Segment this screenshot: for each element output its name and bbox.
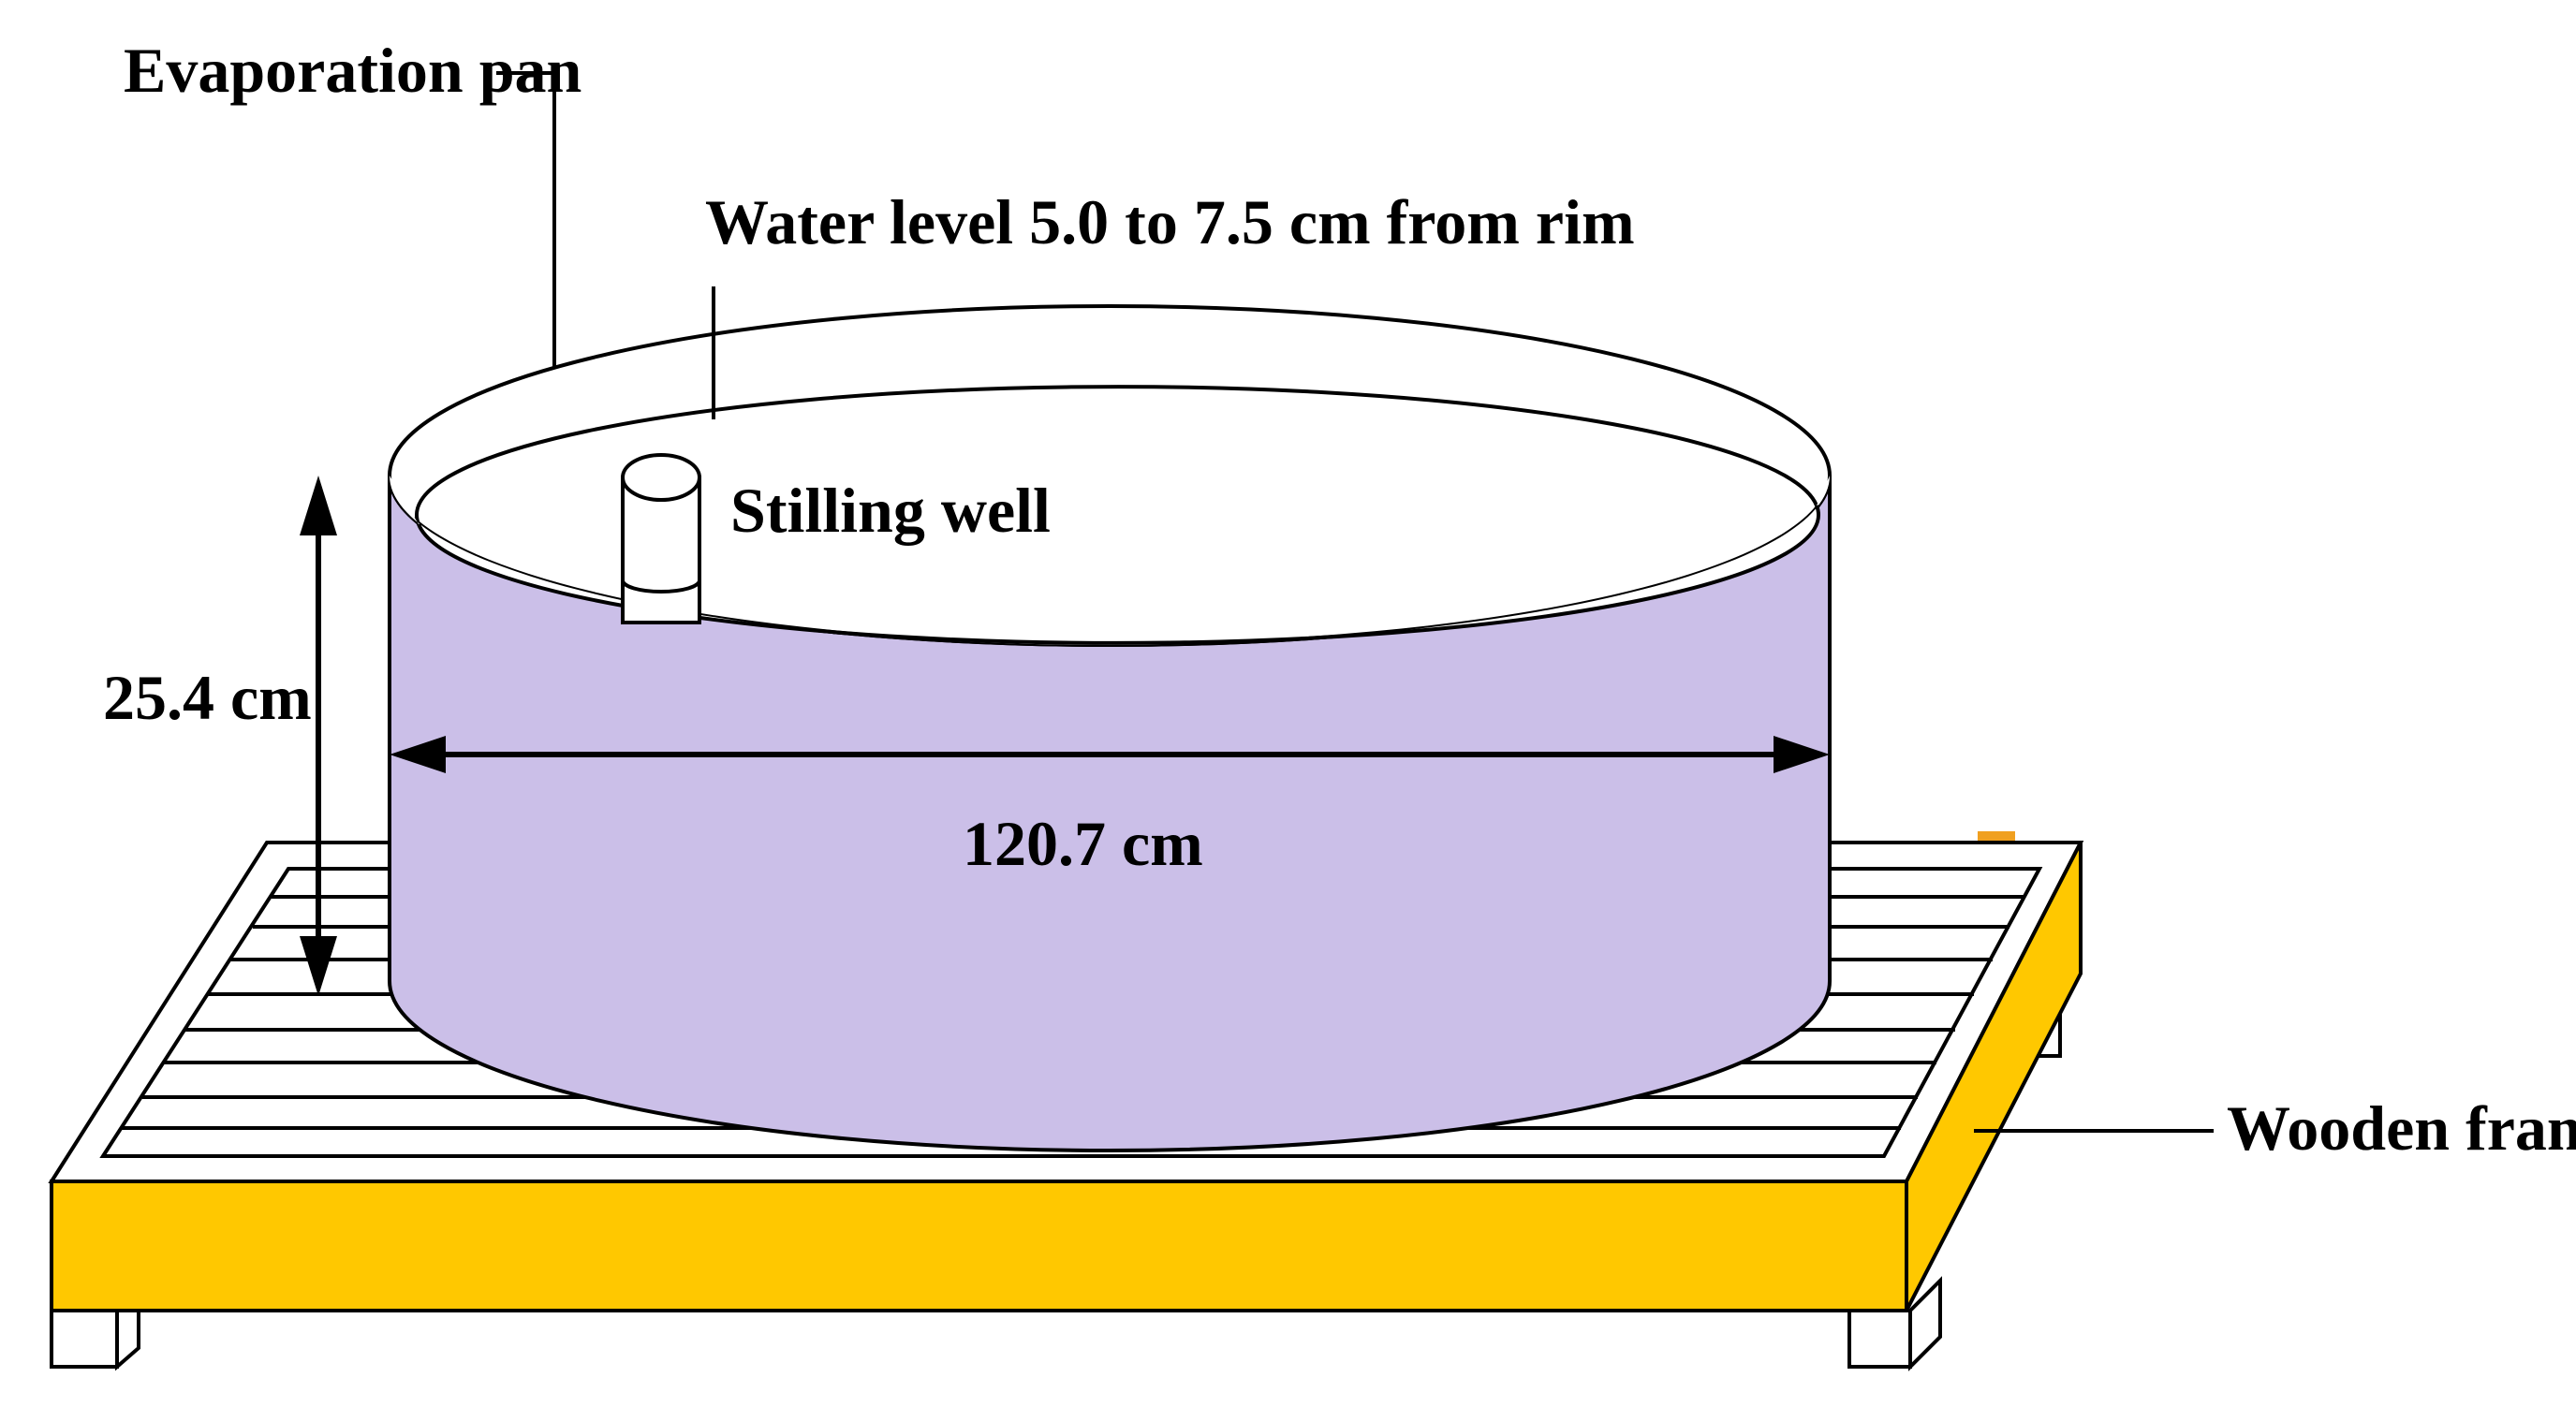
water-level-line: [415, 385, 1818, 525]
frame-leg-front-left: [50, 1309, 119, 1369]
stilling-well-label: Stilling well: [730, 475, 1051, 546]
evaporation-pan-leader: [496, 71, 556, 367]
wooden-frame-label: Wooden frame: [2227, 1092, 2576, 1164]
diameter-label: 120.7 cm: [963, 808, 1203, 879]
frame-marker: [1978, 831, 2015, 841]
water-level-label: Water level 5.0 to 7.5 cm from rim: [705, 186, 1635, 257]
leader-lines: [496, 71, 2214, 1133]
height-dimension: [300, 476, 337, 996]
diameter-dimension: [390, 736, 1830, 773]
frame-front-face: [50, 1180, 1908, 1312]
frame-leg-front-right-side: [1908, 1276, 1942, 1371]
frame-right-face: [1905, 842, 2083, 1312]
height-label: 25.4 cm: [103, 662, 312, 733]
frame-leg-front-right: [1847, 1309, 1912, 1369]
evaporation-pan-label: Evaporation pan: [124, 35, 581, 106]
water-level-front: [417, 505, 1820, 645]
stilling-well: [621, 453, 701, 624]
evaporation-pan: [388, 304, 1832, 1152]
pan-rim: [388, 304, 1832, 647]
